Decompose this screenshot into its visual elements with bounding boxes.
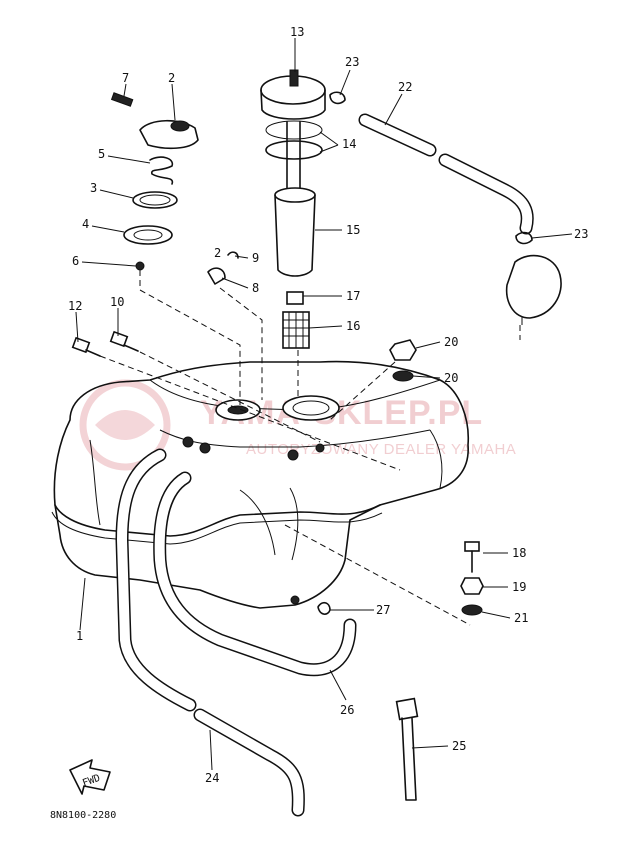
callout-27: 27 <box>376 603 390 617</box>
callout-2: 2 <box>168 71 175 85</box>
clamps <box>329 91 533 245</box>
clip-27 <box>317 601 331 615</box>
canister <box>505 254 562 325</box>
callout-6: 6 <box>72 254 79 268</box>
diagram-code: 8N8100-2280 <box>50 810 116 821</box>
callout-7: 7 <box>122 71 129 85</box>
bolts <box>71 330 139 357</box>
callout-20-top: 20 <box>444 371 458 385</box>
fuel-pump-assembly <box>260 69 326 349</box>
callout-23-top: 23 <box>345 55 359 69</box>
callout-22: 22 <box>398 80 412 94</box>
hose-26 <box>153 471 357 677</box>
callout-5: 5 <box>98 147 105 161</box>
callout-8: 8 <box>252 281 259 295</box>
callout-1: 1 <box>76 629 83 643</box>
callout-17: 17 <box>346 289 360 303</box>
clip-parts <box>207 251 239 285</box>
leader-lines <box>75 38 573 771</box>
callout-10: 10 <box>110 295 124 309</box>
callout-12: 12 <box>68 299 82 313</box>
fwd-label: FWD <box>81 773 102 790</box>
callout-13: 13 <box>290 25 304 39</box>
callout-3: 3 <box>90 181 97 195</box>
callout-24: 24 <box>205 771 219 785</box>
callout-15: 15 <box>346 223 360 237</box>
hose-24 <box>115 448 305 817</box>
callout-9-prefix: 2 <box>214 246 221 260</box>
nuts <box>389 339 484 616</box>
callout-20-bottom: 21 <box>514 611 528 625</box>
alignment-lines <box>99 270 521 626</box>
callout-9: 9 <box>252 251 259 265</box>
fwd-arrow-icon: FWD <box>69 759 111 795</box>
strap-25 <box>395 697 419 801</box>
hose-22 <box>358 113 534 235</box>
callout-14: 14 <box>342 137 356 151</box>
fuel-cap-parts <box>110 92 199 271</box>
callout-21: 20 <box>444 335 458 349</box>
callout-25: 25 <box>452 739 466 753</box>
callout-19: 19 <box>512 580 526 594</box>
callout-16: 16 <box>346 319 360 333</box>
callout-23-right: 23 <box>574 227 588 241</box>
callout-labels: 7 2 5 3 4 6 13 14 15 17 16 23 22 23 2 9 … <box>68 25 588 785</box>
watermark: YAMA-SKLEP.PL AUTORYZOWANY DEALER YAMAHA <box>79 379 516 471</box>
fuel-tank <box>51 360 470 609</box>
watermark-subtitle: AUTORYZOWANY DEALER YAMAHA <box>246 441 516 458</box>
callout-18: 18 <box>512 546 526 560</box>
callout-26: 26 <box>340 703 354 717</box>
callout-4: 4 <box>82 217 89 231</box>
